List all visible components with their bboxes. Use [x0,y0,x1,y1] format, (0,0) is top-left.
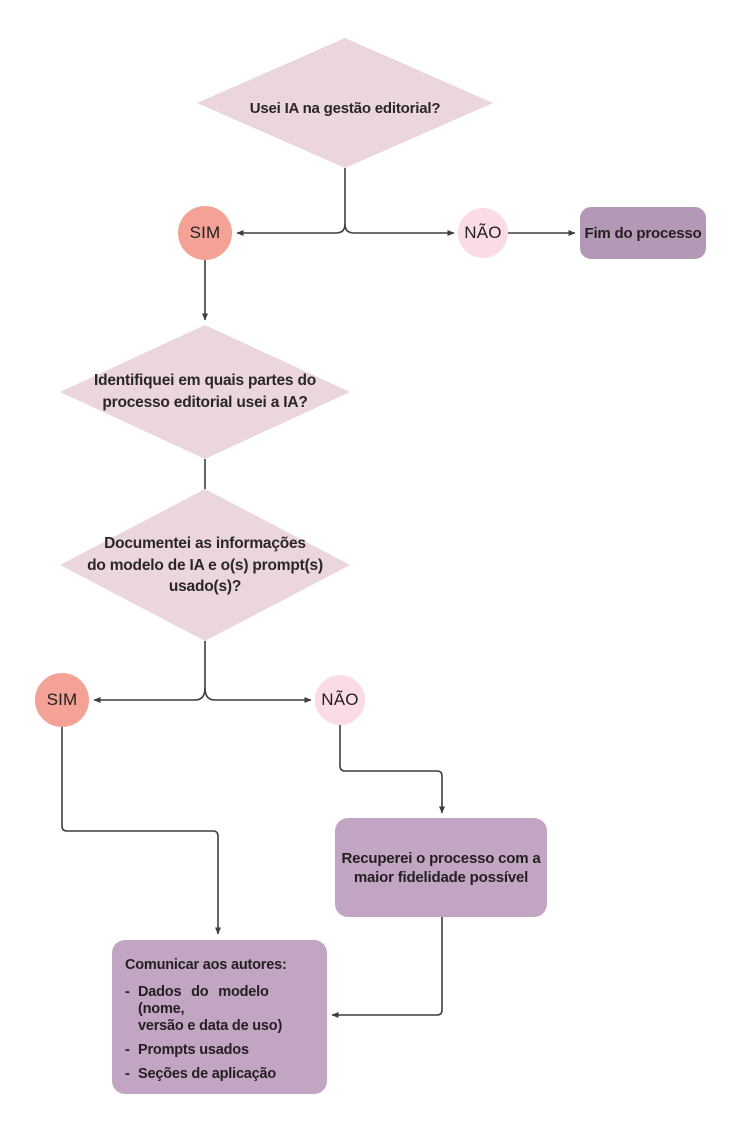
connector-q3-to-nao2 [204,687,312,703]
decision-diamond-q1 [197,38,493,168]
question-1-label: Usei IA na gestão editorial? [205,99,485,119]
connector-recover-to-communicate [331,917,443,1018]
bullet-line: Dados do modelo (nome, [138,984,269,1017]
bullet-line: Seções de aplicação [138,1066,277,1082]
question-2-line: processo editorial usei a IA? [102,393,308,411]
no-node-1: NÃO [458,208,508,258]
no-node-2: NÃO [315,675,365,725]
communicate-heading: Comunicar aos autores: [125,957,287,973]
yes-node-1-label: SIM [189,223,221,242]
connector-q1-to-sim1 [236,223,346,236]
question-3-line: do modelo de IA e o(s) prompt(s) [87,556,323,574]
connector-nao2-to-recover [339,725,445,814]
no-node-2-label: NÃO [321,690,359,709]
bullet-text: Seções de aplicação [138,1066,316,1083]
question-3-label: Documentei as informações do modelo de I… [65,533,345,598]
communicate-box: Comunicar aos autores: - Dados do modelo… [112,940,327,1094]
communicate-bullet-item: - Prompts usados [125,1042,316,1059]
yes-node-1: SIM [178,206,232,260]
bullet-text: Prompts usados [138,1042,316,1059]
recover-process-line: maior fidelidade possível [353,868,529,886]
bullet-dash: - [125,1042,130,1058]
connector-group [61,168,576,1018]
recover-process-box: Recuperei o processo com a maior fidelid… [335,818,547,917]
bullet-dash: - [125,984,130,1000]
end-process-box: Fim do processo [580,207,706,259]
connector-q1-to-nao1 [344,223,455,236]
yes-node-2-label: SIM [46,690,78,709]
decision-diamond-q2 [60,325,350,459]
communicate-bullet-item: - Seções de aplicação [125,1066,316,1083]
communicate-bullet-item: - Dados do modelo (nome, versão e data d… [125,984,316,1035]
recover-process-line: Recuperei o processo com a [341,849,541,867]
bullet-line: versão e data de uso) [138,1018,283,1034]
connector-sim2-to-communicate [61,727,221,935]
question-2-line: Identifiquei em quais partes do [93,372,317,389]
connector-q3-to-sim2 [93,687,206,703]
end-process-label: Fim do processo [584,224,702,242]
question-3-line: usado(s)? [168,578,242,595]
bullet-line: Prompts usados [138,1042,249,1058]
yes-node-2: SIM [35,673,89,727]
question-3-line: Documentei as informações [104,535,306,552]
bullet-text: Dados do modelo (nome, versão e data de … [138,984,316,1035]
question-1-line: Usei IA na gestão editorial? [249,100,441,117]
bullet-dash: - [125,1066,130,1082]
question-2-label: Identifiquei em quais partes do processo… [65,370,345,413]
decision-diamond-q3 [60,489,350,641]
no-node-1-label: NÃO [464,223,502,242]
